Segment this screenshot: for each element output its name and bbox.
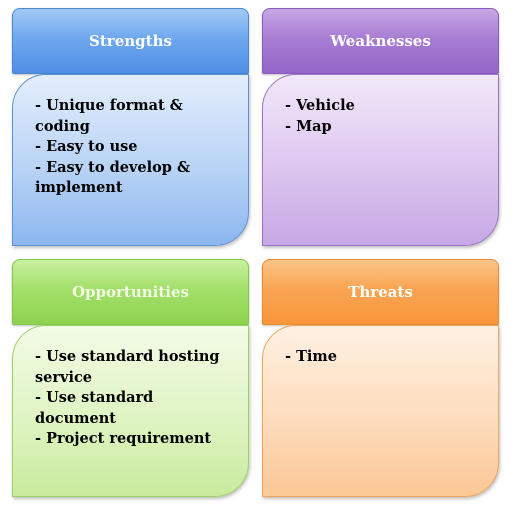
opportunities-body: - Use standard hosting service - Use sta… (12, 325, 249, 497)
list-item: implement (35, 179, 123, 196)
threats-quadrant: Threats - Time (262, 259, 499, 499)
threats-header: Threats (262, 259, 499, 325)
list-item: - Time (285, 348, 337, 365)
list-item: document (35, 409, 116, 427)
list-item: - Use standard hosting (35, 348, 220, 365)
weaknesses-quadrant: Weaknesses - Vehicle - Map (262, 8, 499, 248)
list-item: coding (35, 117, 90, 135)
list-item: - Unique format & (35, 97, 183, 114)
list-item: - Use standard (35, 389, 154, 406)
opportunities-list: - Use standard hosting service - Use sta… (35, 347, 238, 450)
threats-list: - Time (285, 347, 488, 368)
strengths-quadrant: Strengths - Unique format & coding - Eas… (12, 8, 249, 248)
weaknesses-header: Weaknesses (262, 8, 499, 74)
threats-body: - Time (262, 325, 499, 497)
opportunities-quadrant: Opportunities - Use standard hosting ser… (12, 259, 249, 499)
list-item: - Project requirement (35, 430, 212, 447)
list-item: - Map (285, 117, 332, 135)
list-item: - Vehicle (285, 97, 355, 114)
list-item: service (35, 368, 93, 386)
opportunities-header: Opportunities (12, 259, 249, 325)
weaknesses-list: - Vehicle - Map (285, 96, 488, 137)
strengths-body: - Unique format & coding - Easy to use -… (12, 74, 249, 246)
list-item: - Easy to use (35, 138, 138, 155)
strengths-list: - Unique format & coding - Easy to use -… (35, 96, 238, 199)
list-item: - Easy to develop & (35, 158, 191, 176)
strengths-header: Strengths (12, 8, 249, 74)
weaknesses-body: - Vehicle - Map (262, 74, 499, 246)
